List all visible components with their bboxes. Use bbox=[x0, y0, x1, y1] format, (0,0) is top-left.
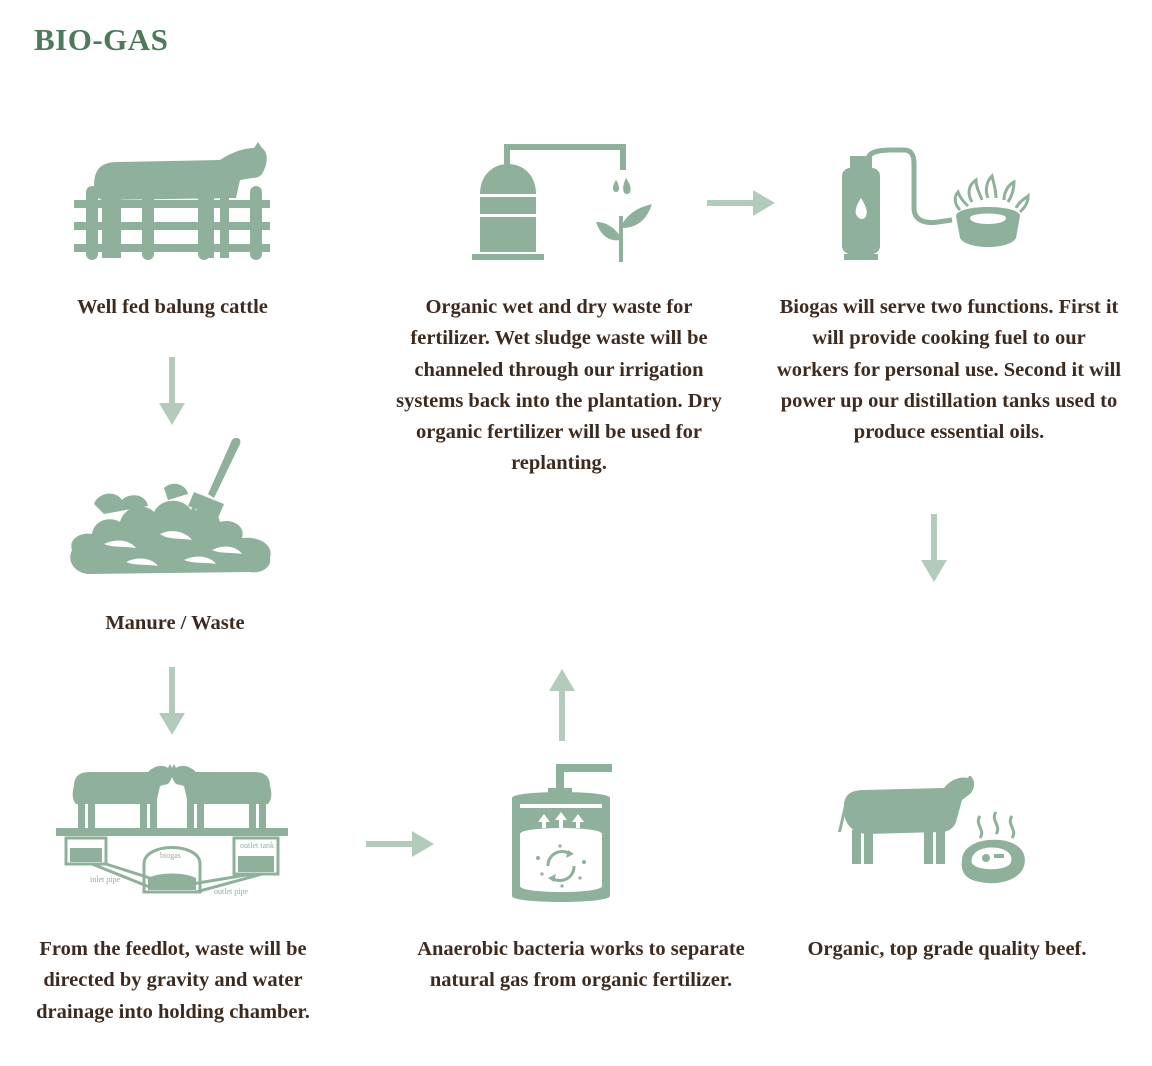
step-caption-feedlot: From the feedlot, waste will be directed… bbox=[36, 938, 310, 1023]
step-caption-biogas: Biogas will serve two functions. First i… bbox=[776, 296, 1122, 444]
manure-pitchfork-icon bbox=[64, 434, 280, 582]
arrow-down-right bbox=[921, 514, 947, 584]
svg-text:outlet tank: outlet tank bbox=[240, 841, 274, 850]
arrow-right-top bbox=[707, 190, 777, 216]
arrow-right-bottom bbox=[366, 831, 436, 857]
step-caption-fertilizer: Organic wet and dry waste for fertilizer… bbox=[396, 296, 722, 475]
arrow-down-2 bbox=[159, 667, 185, 737]
page-title: BIO-GAS bbox=[34, 22, 169, 57]
svg-text:biogas: biogas bbox=[160, 851, 181, 860]
step-caption-manure: Manure / Waste bbox=[105, 612, 245, 634]
cattle-fence-icon bbox=[72, 142, 272, 264]
feedlot-digester-icon: biogas outlet tank inlet pipe outlet pip… bbox=[56, 764, 288, 900]
step-caption-anaerobic: Anaerobic bacteria works to separate nat… bbox=[417, 938, 745, 992]
svg-text:inlet pipe: inlet pipe bbox=[90, 875, 120, 884]
arrow-down-1 bbox=[159, 357, 185, 427]
gas-stove-icon bbox=[838, 146, 1030, 262]
svg-text:outlet pipe: outlet pipe bbox=[214, 887, 248, 896]
step-caption-beef: Organic, top grade quality beef. bbox=[807, 938, 1087, 960]
tank-fertilizer-icon bbox=[472, 144, 656, 262]
anaerobic-tank-icon bbox=[508, 762, 614, 904]
beef-icon bbox=[838, 776, 1030, 892]
arrow-up-middle bbox=[549, 669, 575, 741]
step-caption-cattle: Well fed balung cattle bbox=[77, 296, 268, 318]
